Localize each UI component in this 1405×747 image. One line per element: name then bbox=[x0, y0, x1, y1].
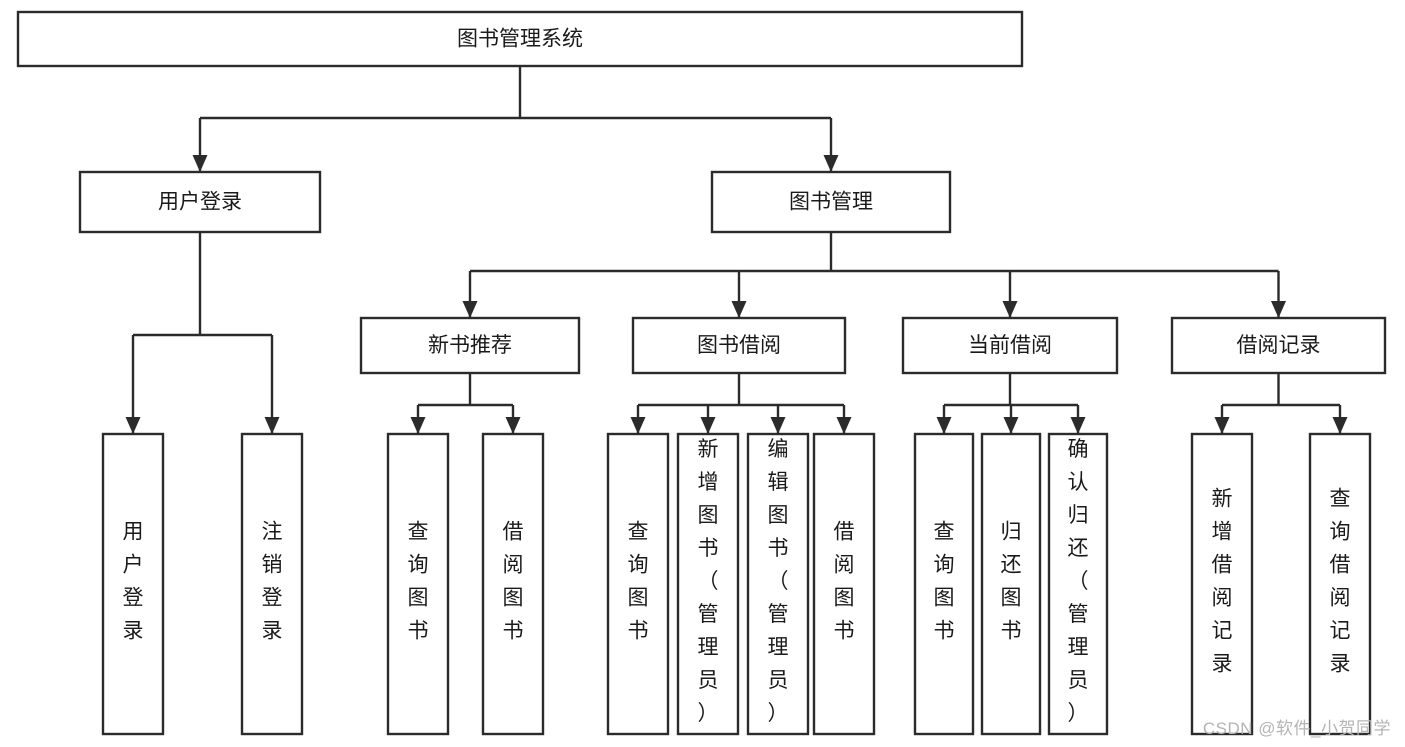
node-leaf-query-book-1[interactable]: 查询图书 bbox=[386, 432, 450, 736]
node-borrow-record[interactable]: 借阅记录 bbox=[1170, 316, 1387, 375]
node-leaf-query-book-1-label: 查询图书 bbox=[408, 521, 429, 643]
node-leaf-borrow-book-2[interactable]: 借阅图书 bbox=[812, 432, 876, 736]
arrow-to-borrow-record bbox=[1271, 301, 1286, 318]
arrow-to-user-login bbox=[192, 155, 208, 172]
node-leaf-edit-book-box[interactable] bbox=[746, 432, 810, 736]
arrow-to-leaf-add-record bbox=[1214, 417, 1230, 434]
node-leaf-user-login-label: 用户登录 bbox=[123, 521, 144, 643]
node-leaf-add-book-box[interactable] bbox=[676, 432, 740, 736]
arrow-to-leaf-borrow-book-2 bbox=[836, 417, 852, 434]
node-current-borrow-box[interactable] bbox=[901, 316, 1119, 375]
node-new-book-recommend[interactable]: 新书推荐 bbox=[359, 316, 581, 375]
node-book-borrow-box[interactable] bbox=[631, 316, 847, 375]
node-current-borrow-label: 当前借阅 bbox=[968, 334, 1052, 357]
node-leaf-return-book-box[interactable] bbox=[980, 432, 1042, 736]
node-book-borrow-label: 图书借阅 bbox=[697, 334, 781, 357]
node-leaf-user-login[interactable]: 用户登录 bbox=[101, 432, 165, 736]
node-leaf-borrow-book-1[interactable]: 借阅图书 bbox=[481, 432, 545, 736]
arrow-to-leaf-user-login bbox=[125, 417, 141, 434]
node-leaf-query-book-2-box[interactable] bbox=[606, 432, 670, 736]
node-leaf-add-record-box[interactable] bbox=[1190, 432, 1254, 736]
node-leaf-query-book-3-box[interactable] bbox=[913, 432, 975, 736]
arrow-to-book-borrow bbox=[731, 301, 747, 318]
node-leaf-add-book[interactable]: 新增图书（管理员） bbox=[676, 432, 740, 736]
arrow-to-leaf-borrow-book-1 bbox=[505, 417, 521, 434]
node-leaf-confirm-return-box[interactable] bbox=[1047, 432, 1109, 736]
node-leaf-borrow-book-2-box[interactable] bbox=[812, 432, 876, 736]
arrow-to-book-management bbox=[823, 155, 839, 172]
node-new-book-recommend-box[interactable] bbox=[359, 316, 581, 375]
node-user-login-box[interactable] bbox=[78, 170, 322, 234]
arrow-to-leaf-confirm-return bbox=[1070, 417, 1086, 434]
node-leaf-confirm-return-label: 确认归还（管理员） bbox=[1068, 438, 1089, 725]
node-book-borrow[interactable]: 图书借阅 bbox=[631, 316, 847, 375]
node-leaf-logout[interactable]: 注销登录 bbox=[240, 432, 304, 736]
node-current-borrow[interactable]: 当前借阅 bbox=[901, 316, 1119, 375]
arrow-to-leaf-return-book bbox=[1003, 417, 1019, 434]
node-leaf-confirm-return[interactable]: 确认归还（管理员） bbox=[1047, 432, 1109, 736]
arrow-to-leaf-query-book-3 bbox=[936, 417, 952, 434]
arrow-to-leaf-edit-book bbox=[770, 417, 786, 434]
node-book-management[interactable]: 图书管理 bbox=[710, 170, 952, 234]
node-leaf-borrow-book-1-box[interactable] bbox=[481, 432, 545, 736]
arrow-to-leaf-query-record bbox=[1332, 417, 1348, 434]
node-user-login[interactable]: 用户登录 bbox=[78, 170, 322, 234]
node-leaf-add-book-label: 新增图书（管理员） bbox=[698, 438, 719, 725]
node-leaf-add-record[interactable]: 新增借阅记录 bbox=[1190, 432, 1254, 736]
node-leaf-return-book[interactable]: 归还图书 bbox=[980, 432, 1042, 736]
node-leaf-edit-book[interactable]: 编辑图书（管理员） bbox=[746, 432, 810, 736]
node-book-management-label: 图书管理 bbox=[789, 191, 873, 214]
node-leaf-query-record[interactable]: 查询借阅记录 bbox=[1308, 432, 1372, 736]
arrow-to-new-book-recommend bbox=[462, 301, 478, 318]
node-root-system-label: 图书管理系统 bbox=[457, 28, 583, 51]
node-leaf-query-book-3[interactable]: 查询图书 bbox=[913, 432, 975, 736]
arrow-to-leaf-logout bbox=[264, 417, 280, 434]
node-leaf-borrow-book-1-label: 借阅图书 bbox=[503, 521, 524, 643]
node-leaf-query-record-label: 查询借阅记录 bbox=[1330, 488, 1351, 676]
node-new-book-recommend-label: 新书推荐 bbox=[428, 334, 512, 357]
node-boxes: 图书管理系统用户登录图书管理新书推荐图书借阅当前借阅借阅记录用户登录注销登录查询… bbox=[16, 10, 1387, 736]
arrow-to-leaf-query-book-2 bbox=[630, 417, 646, 434]
node-root-system-box[interactable] bbox=[16, 10, 1024, 68]
node-leaf-query-book-2-label: 查询图书 bbox=[628, 521, 649, 643]
node-leaf-query-book-2[interactable]: 查询图书 bbox=[606, 432, 670, 736]
node-leaf-edit-book-label: 编辑图书（管理员） bbox=[768, 438, 789, 725]
node-root-system[interactable]: 图书管理系统 bbox=[16, 10, 1024, 68]
node-borrow-record-label: 借阅记录 bbox=[1237, 334, 1321, 357]
arrow-to-leaf-query-book-1 bbox=[410, 417, 426, 434]
arrow-to-current-borrow bbox=[1002, 301, 1018, 318]
node-leaf-add-record-label: 新增借阅记录 bbox=[1212, 488, 1233, 676]
node-book-management-box[interactable] bbox=[710, 170, 952, 234]
node-leaf-borrow-book-2-label: 借阅图书 bbox=[834, 521, 855, 643]
node-leaf-query-book-1-box[interactable] bbox=[386, 432, 450, 736]
node-leaf-query-record-box[interactable] bbox=[1308, 432, 1372, 736]
node-leaf-query-book-3-label: 查询图书 bbox=[934, 521, 955, 643]
node-leaf-return-book-label: 归还图书 bbox=[1001, 521, 1022, 643]
node-leaf-logout-box[interactable] bbox=[240, 432, 304, 736]
node-leaf-logout-label: 注销登录 bbox=[262, 521, 283, 643]
node-borrow-record-box[interactable] bbox=[1170, 316, 1387, 375]
node-user-login-label: 用户登录 bbox=[158, 191, 242, 214]
arrow-to-leaf-add-book bbox=[700, 417, 716, 434]
node-leaf-user-login-box[interactable] bbox=[101, 432, 165, 736]
connector-lines bbox=[125, 66, 1348, 434]
